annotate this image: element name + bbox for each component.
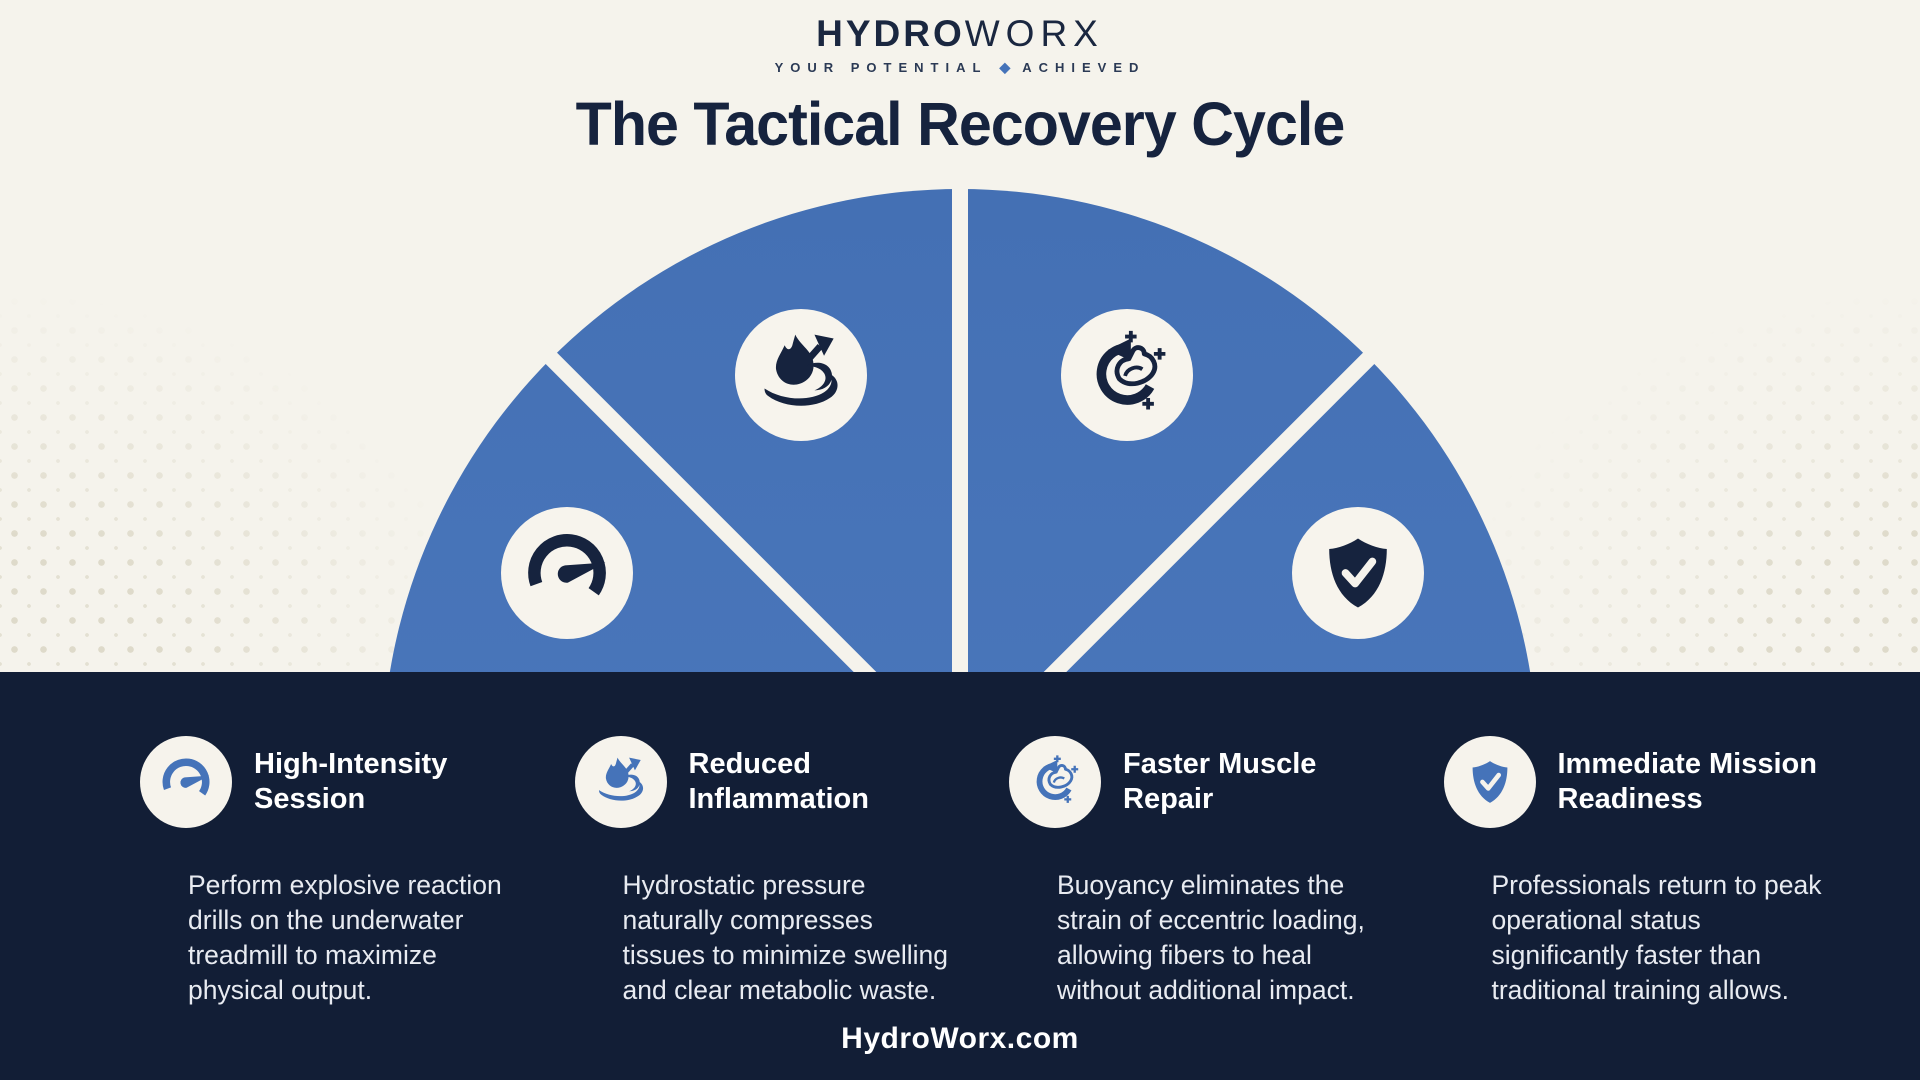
card-header: Immediate Mission Readiness xyxy=(1443,736,1833,828)
card-header: High-Intensity Session xyxy=(140,736,529,828)
flame-recovery-icon xyxy=(592,753,650,811)
tagline-left: YOUR POTENTIAL xyxy=(774,60,988,75)
card-reduced-inflammation: Reduced Inflammation Hydrostatic pressur… xyxy=(574,736,964,1080)
card-title: Reduced Inflammation xyxy=(688,747,869,815)
card-icon-badge xyxy=(1443,736,1536,828)
card-icon-badge xyxy=(1009,736,1101,828)
card-header: Faster Muscle Repair xyxy=(1009,736,1398,828)
card-description: Buoyancy eliminates the strain of eccent… xyxy=(1057,870,1365,1005)
card-description: Professionals return to peak operational… xyxy=(1491,870,1822,1005)
logo-tagline: YOUR POTENTIAL ◆ ACHIEVED xyxy=(0,59,1920,76)
card-icon-badge xyxy=(574,736,667,828)
card-header: Reduced Inflammation xyxy=(574,736,964,828)
header: HYDROWORX YOUR POTENTIAL ◆ ACHIEVED The … xyxy=(0,0,1920,159)
card-title: High-Intensity Session xyxy=(254,747,448,815)
logo-wordmark-light: WORX xyxy=(964,13,1104,54)
card-faster-muscle-repair: Faster Muscle Repair Buoyancy eliminates… xyxy=(1009,736,1398,1080)
card-title: Faster Muscle Repair xyxy=(1123,747,1317,815)
logo-wordmark-bold: HYDRO xyxy=(816,13,965,54)
card-icon-badge xyxy=(140,736,232,828)
tagline-right: ACHIEVED xyxy=(1022,60,1146,75)
website-url: HydroWorx.com xyxy=(841,1022,1079,1055)
shield-check-icon xyxy=(1461,753,1519,811)
card-description: Perform explosive reaction drills on the… xyxy=(188,870,502,1005)
diamond-icon: ◆ xyxy=(999,59,1011,75)
page-title: The Tactical Recovery Cycle xyxy=(575,90,1346,158)
card-title: Immediate Mission Readiness xyxy=(1557,747,1817,815)
card-immediate-mission-readiness: Immediate Mission Readiness Professional… xyxy=(1443,736,1833,1080)
detail-panel: High-Intensity Session Perform explosive… xyxy=(0,672,1920,1080)
card-high-intensity-session: High-Intensity Session Perform explosive… xyxy=(140,736,529,1080)
hydroworx-logo: HYDROWORX xyxy=(816,15,1104,52)
card-description: Hydrostatic pressure naturally compresse… xyxy=(622,870,948,1005)
muscle-repair-icon xyxy=(1026,753,1084,811)
gauge-icon xyxy=(157,753,215,811)
